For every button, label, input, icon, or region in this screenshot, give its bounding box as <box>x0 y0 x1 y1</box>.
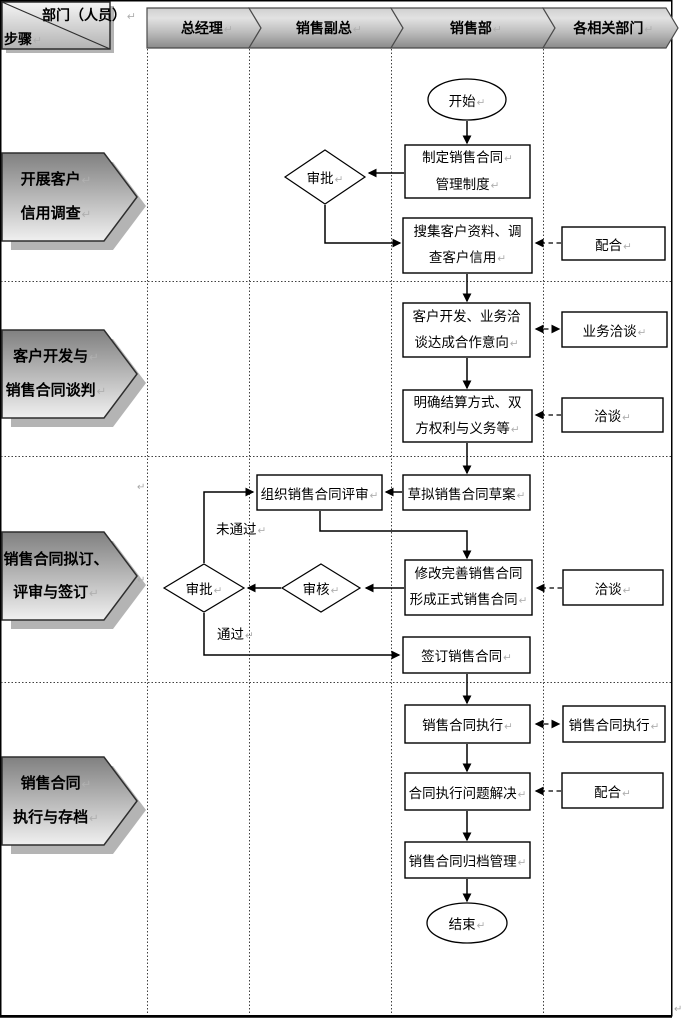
node-develop-customer-shape <box>402 302 531 358</box>
node-sign-contract-shape <box>402 636 531 674</box>
node-archive-contract-shape <box>404 841 531 879</box>
node-approve-credit-shape <box>283 149 367 205</box>
connector <box>319 511 472 560</box>
connector <box>203 613 401 660</box>
flow-connectors <box>203 121 562 903</box>
lane-header-arrow <box>389 7 556 49</box>
node-make-system-shape <box>404 144 531 199</box>
node-biz-negotiate-shape <box>561 311 668 348</box>
step-arrow <box>1 152 138 242</box>
step-arrow <box>1 756 138 846</box>
corner-cell <box>1 1 114 53</box>
step-arrow <box>1 329 138 419</box>
node-clarify-terms-shape <box>402 389 533 443</box>
node-execute-contract-dept-shape <box>562 705 666 743</box>
node-approve-contract-shape <box>162 563 246 613</box>
node-cooperate-1-shape <box>561 226 666 261</box>
node-draft-contract-shape <box>402 474 531 511</box>
node-cooperate-2-shape <box>561 772 664 809</box>
node-organize-review-shape <box>256 474 383 511</box>
node-execute-contract-shape <box>404 704 531 744</box>
step-shapes <box>1 152 146 854</box>
lane-header-arrow <box>247 7 404 49</box>
node-end-shape <box>426 902 508 944</box>
lane-header-arrow <box>541 7 679 49</box>
swimlane-header <box>146 7 679 49</box>
step-arrow <box>1 531 138 621</box>
node-negotiate-1-shape <box>561 397 664 433</box>
lane-header-arrow <box>146 7 262 49</box>
swimlane-dividers <box>1 49 671 1015</box>
node-collect-info-shape <box>402 217 533 274</box>
flow-nodes <box>162 78 668 944</box>
node-revise-contract-shape <box>404 559 533 616</box>
node-start-shape <box>427 78 507 121</box>
connector <box>324 205 402 248</box>
node-check-contract-shape <box>280 563 362 613</box>
node-negotiate-2-shape <box>562 569 664 606</box>
connector <box>203 487 255 563</box>
node-solve-issues-shape <box>404 772 531 811</box>
